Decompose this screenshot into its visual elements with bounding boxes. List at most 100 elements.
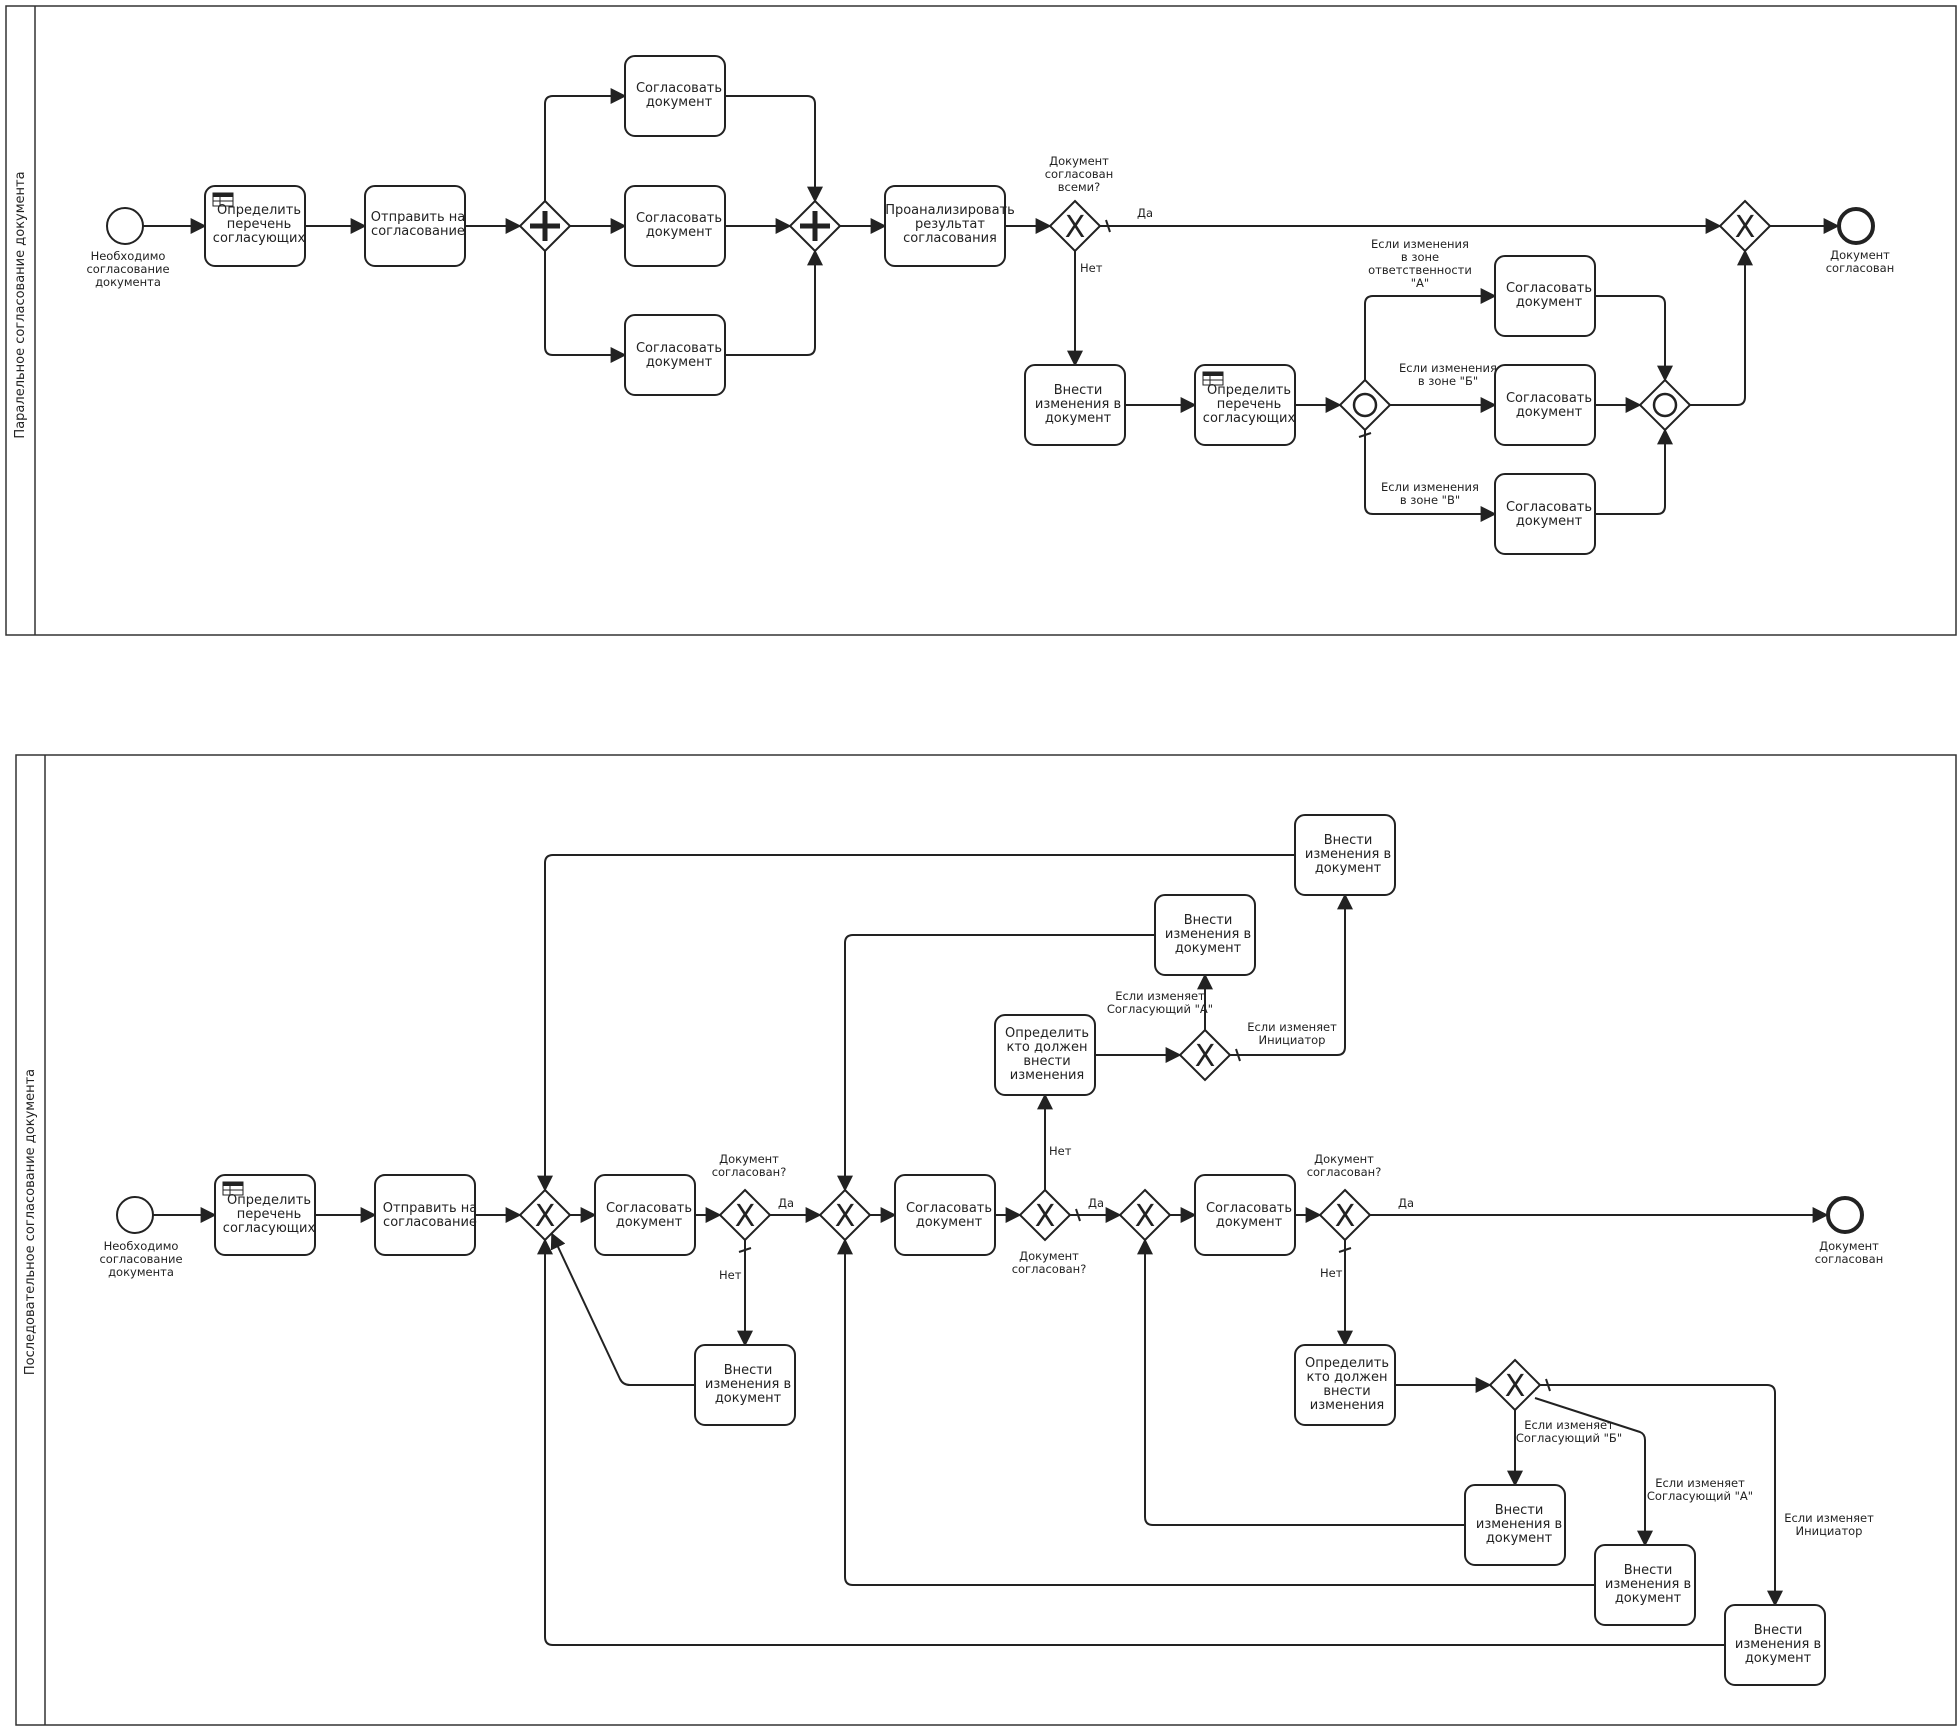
plus-icon <box>530 211 560 241</box>
svg-text:Нет: Нет <box>1080 261 1103 275</box>
parallel-gateway-split <box>518 199 572 253</box>
table-icon <box>222 1181 244 1196</box>
svg-text:Да: Да <box>1088 1196 1104 1210</box>
pool-label-parallel: Паралельное согласование документа <box>13 171 28 438</box>
exclusive-gateway-seq-merge-3: X <box>1118 1188 1172 1242</box>
table-icon <box>1202 371 1224 386</box>
plus-icon <box>800 211 830 241</box>
x-icon: X <box>1335 1199 1356 1234</box>
x-icon: X <box>1135 1199 1156 1234</box>
x-icon: X <box>1035 1199 1056 1234</box>
svg-text:Да: Да <box>1137 206 1153 220</box>
x-icon: X <box>1505 1369 1526 1404</box>
x-icon: X <box>1195 1039 1216 1074</box>
flows-sequential <box>153 854 1829 1646</box>
table-icon <box>212 192 234 207</box>
inclusive-gateway-join <box>1638 378 1692 432</box>
x-icon: X <box>835 1199 856 1234</box>
pool-label-sequential: Последовательное согласование документа <box>23 1069 38 1375</box>
parallel-gateway-join <box>788 199 842 253</box>
svg-text:Нет: Нет <box>1320 1266 1343 1280</box>
flows-parallel <box>143 88 1840 522</box>
exclusive-gateway-seq-merge-1: X <box>518 1188 572 1242</box>
exclusive-gateway-merge: X <box>1718 199 1772 253</box>
svg-text:Нет: Нет <box>719 1268 742 1282</box>
svg-text:Да: Да <box>778 1196 794 1210</box>
exclusive-gateway-seq-merge-2: X <box>818 1188 872 1242</box>
x-icon: X <box>1065 210 1086 245</box>
x-icon: X <box>1735 210 1756 245</box>
pool-parallel: Паралельное согласование документа <box>5 5 1957 636</box>
x-icon: X <box>735 1199 756 1234</box>
circle-icon <box>1652 392 1678 418</box>
x-icon: X <box>535 1199 556 1234</box>
svg-text:Нет: Нет <box>1049 1144 1072 1158</box>
